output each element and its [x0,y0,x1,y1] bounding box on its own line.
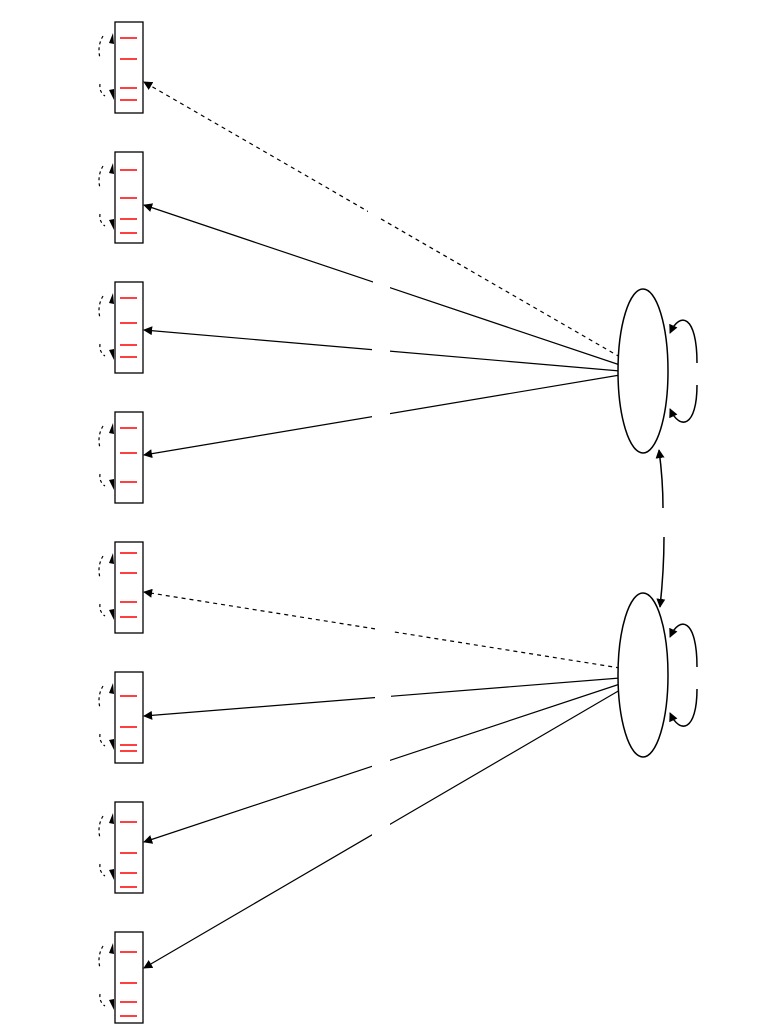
residual-arrow-down-icon [109,349,114,360]
variance-loop-lower [669,688,698,727]
residual-arrow-down-icon [109,219,114,230]
indicator-2 [98,151,144,244]
residual-arrow-up-icon [109,813,114,824]
covariance-arrow-upper [655,449,665,509]
loading-arrow-1 [143,81,621,358]
indicator-box [114,931,144,1024]
residual-arrow-down-icon [109,869,114,880]
residual-arrow-up-icon [109,293,114,304]
factor-2 [617,592,698,758]
factor-loadings [143,81,621,969]
residual-arc-bottom [99,213,106,227]
loading-break-2 [373,275,390,293]
indicator-4 [98,411,144,504]
residual-arc-bottom [99,473,106,487]
residual-arc-bottom [99,603,106,617]
latent-factors [617,288,698,758]
residual-arc-top [98,165,104,189]
indicator-8 [98,931,144,1024]
residual-arc-top [98,425,104,449]
indicator-3 [98,281,144,374]
residual-arrow-up-icon [109,683,114,694]
residual-arrow-up-icon [109,423,114,434]
residual-arc-bottom [99,83,106,97]
residual-arc-top [98,295,104,319]
indicator-1 [98,21,144,114]
indicator-boxes [98,21,144,1024]
variance-loop-upper [669,623,698,668]
loading-break-4 [372,408,390,420]
covariance-arrow-lower [656,536,666,608]
loading-break-3 [372,343,390,355]
loading-break-7 [372,758,390,770]
loading-break-5 [375,628,393,638]
residual-arc-top [98,945,104,969]
residual-arc-top [98,555,104,579]
residual-arrow-up-icon [109,553,114,564]
residual-arrow-up-icon [109,163,114,174]
indicator-box [114,671,144,764]
residual-arrow-up-icon [109,33,114,44]
residual-arc-bottom [99,733,106,747]
loading-break-8 [372,822,390,836]
indicator-box [114,411,144,504]
factor-ellipse [617,592,669,758]
variance-loop-upper [669,319,698,364]
residual-arrow-up-icon [109,943,114,954]
residual-arrow-down-icon [109,609,114,620]
residual-arc-top [98,685,104,709]
indicator-box [114,21,144,114]
residual-arc-bottom [99,993,106,1007]
residual-arrow-down-icon [109,999,114,1010]
indicator-5 [98,541,144,634]
factor-ellipse [617,288,669,454]
residual-arc-bottom [99,863,106,877]
loading-break-6 [375,690,391,700]
residual-arc-top [98,815,104,839]
indicator-box [114,541,144,634]
residual-arrow-down-icon [109,89,114,100]
indicator-6 [98,671,144,764]
variance-loop-lower [669,384,698,423]
loading-break-1 [368,207,378,223]
residual-arrow-down-icon [109,479,114,490]
factor-1 [617,288,698,454]
indicator-box [114,281,144,374]
indicator-box [114,801,144,894]
residual-arc-bottom [99,343,106,357]
residual-arc-top [98,35,104,59]
indicator-7 [98,801,144,894]
residual-arrow-down-icon [109,739,114,750]
